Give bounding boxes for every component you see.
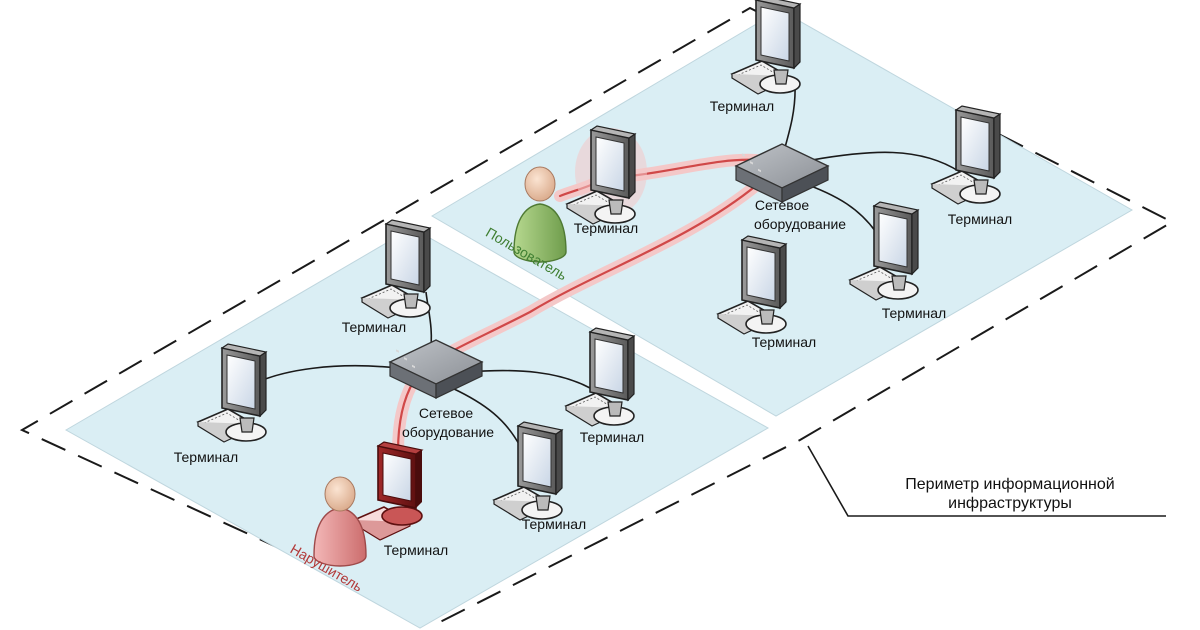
terminal-label: Терминал — [882, 305, 946, 321]
network-equipment-line1: Сетевое — [755, 197, 810, 213]
terminal-upper-center[interactable]: Терминал — [717, 235, 816, 350]
terminal-lower-right[interactable]: Терминал — [565, 327, 644, 445]
terminal-upper-user[interactable]: Терминал — [566, 125, 647, 236]
perimeter-callout-line — [807, 445, 1166, 517]
terminal-label: Терминал — [948, 211, 1012, 227]
network-equipment-label-upper: Сетевое оборудование — [754, 197, 846, 232]
network-equipment-line1: Сетевое — [419, 405, 474, 421]
terminal-label: Терминал — [522, 516, 586, 532]
network-equipment-line2: оборудование — [402, 424, 494, 440]
network-equipment-label-lower: Сетевое оборудование — [402, 405, 494, 440]
terminal-upper-top[interactable]: Терминал — [710, 0, 801, 114]
terminal-label: Терминал — [752, 334, 816, 350]
terminal-upper-center-right[interactable]: Терминал — [849, 201, 946, 321]
terminal-label: Терминал — [174, 449, 238, 465]
terminal-label: Терминал — [580, 429, 644, 445]
user-person-icon[interactable] — [513, 166, 567, 263]
terminal-lower-left[interactable]: Терминал — [174, 343, 267, 465]
terminal-lower-top[interactable]: Терминал — [342, 219, 431, 335]
network-equipment-line2: оборудование — [754, 216, 846, 232]
terminal-intruder[interactable]: Терминал — [352, 441, 448, 558]
perimeter-caption-line2: инфраструктуры — [948, 495, 1072, 512]
lower-zone — [64, 227, 770, 629]
terminal-label: Терминал — [710, 98, 774, 114]
terminal-upper-right[interactable]: Терминал — [931, 105, 1012, 227]
terminal-label: Терминал — [384, 542, 448, 558]
perimeter-caption-line1: Периметр информационной — [905, 476, 1114, 493]
perimeter-boundary — [19, 6, 1175, 624]
terminal-label: Терминал — [574, 220, 638, 236]
terminal-lower-bottom[interactable]: Терминал — [493, 421, 586, 532]
perimeter-caption: Периметр информационной инфраструктуры — [905, 476, 1114, 512]
intruder-person-icon[interactable] — [313, 476, 367, 567]
terminal-label: Терминал — [342, 319, 406, 335]
